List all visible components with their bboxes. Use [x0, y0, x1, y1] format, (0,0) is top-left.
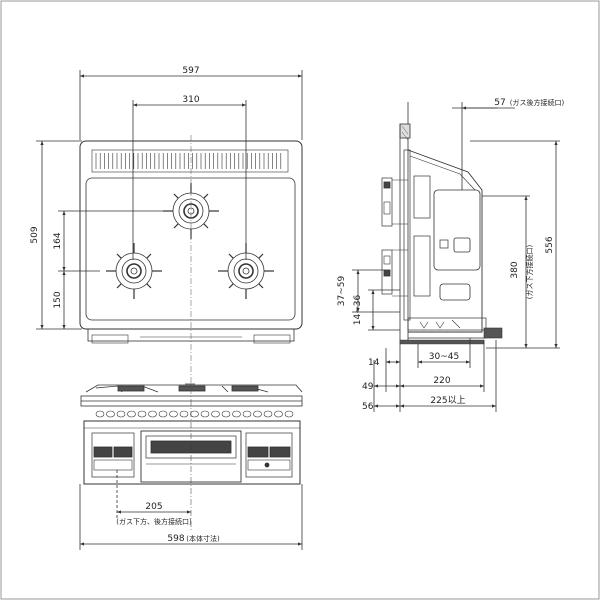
dim-49-label: 49	[362, 382, 374, 392]
vent-hole	[211, 410, 220, 418]
dim-509-label: 509	[30, 226, 40, 243]
dim-310-label: 310	[182, 95, 199, 105]
vent-hole	[200, 410, 210, 418]
burner-front-right	[218, 243, 274, 299]
vent-hole	[242, 410, 252, 418]
vent-slots	[95, 153, 282, 169]
vent-hole	[274, 410, 283, 418]
vent-hole	[148, 410, 157, 418]
vent-hole	[116, 410, 126, 418]
dim-597-label: 597	[182, 66, 199, 76]
vent-hole	[95, 410, 105, 418]
dim-205-note: (ガス下方、後方接続口)	[116, 517, 192, 526]
vent-hole	[221, 410, 231, 418]
dim-56-label: 56	[362, 402, 374, 412]
dim-150-label: 150	[53, 291, 63, 308]
vent-hole	[232, 410, 241, 418]
top-view	[36, 70, 303, 344]
front-view	[79, 383, 303, 550]
vent-hole	[169, 410, 178, 418]
dim-380-note: (ガス下方接続口)	[525, 245, 534, 300]
dim-220-label: 220	[433, 376, 450, 386]
dim-556-label: 556	[545, 236, 555, 253]
vent-hole	[190, 410, 199, 418]
vent-hole	[284, 410, 294, 418]
burner-front-left	[106, 243, 162, 299]
dim-57-note: (ガス後方接続口)	[510, 98, 565, 107]
dim-205-label: 205	[145, 502, 162, 512]
dim-30-45-label: 30~45	[429, 352, 459, 362]
vent-hole	[137, 410, 147, 418]
vent-hole	[263, 410, 273, 418]
rear-vent	[91, 149, 289, 173]
vent-hole	[179, 410, 189, 418]
vent-hole	[106, 410, 115, 418]
dim-225-label: 225以上	[430, 395, 465, 406]
dim-14-label: 14	[368, 358, 380, 368]
vent-hole	[127, 410, 136, 418]
dim-57-label: 57	[494, 98, 505, 108]
side-view	[352, 102, 560, 412]
dim-37-59-label: 37~59	[337, 276, 347, 307]
dim-598-note: (本体寸法)	[186, 534, 220, 543]
dim-14-36-label: 14~36	[353, 295, 363, 326]
front-body	[83, 420, 301, 485]
vent-hole	[158, 410, 168, 418]
cooking-surface	[85, 177, 296, 321]
dim-598-label: 598	[167, 534, 184, 544]
dim-380-label: 380	[510, 261, 520, 278]
vent-hole	[253, 410, 262, 418]
dim-164-label: 164	[53, 232, 63, 249]
